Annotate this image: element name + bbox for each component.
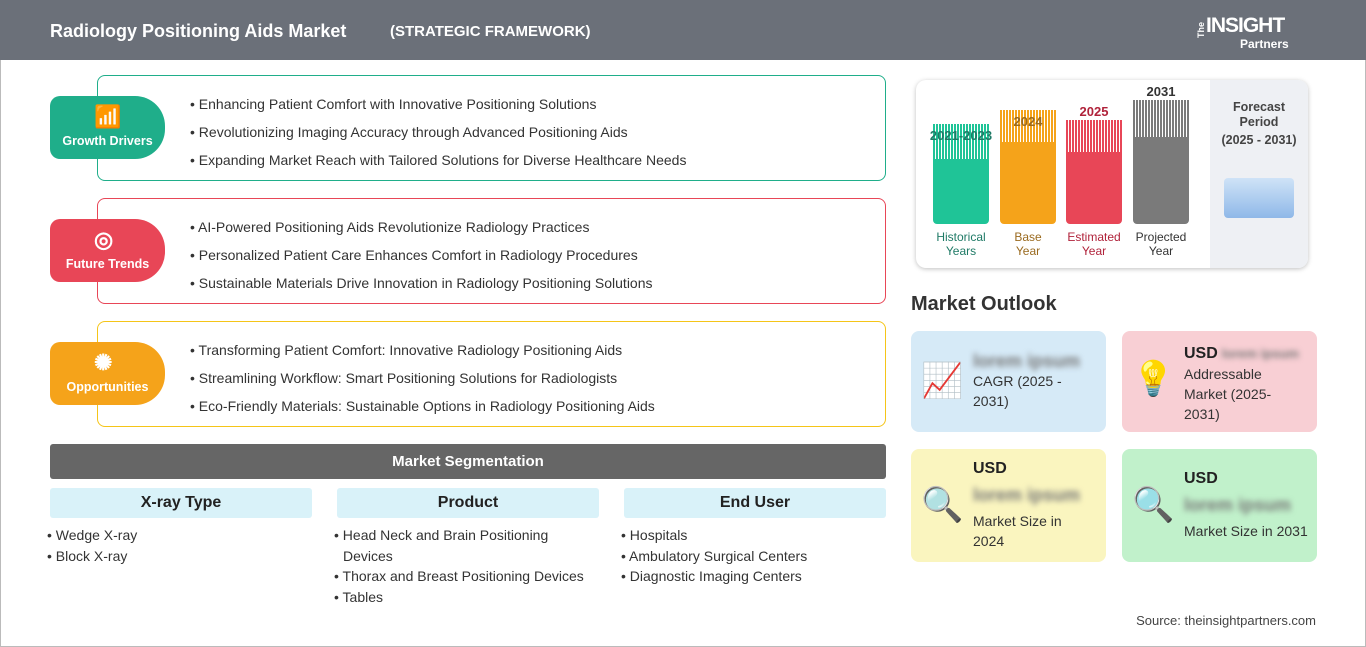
list-item: Ambulatory Surgical Centers <box>621 546 807 567</box>
growth-chart-icon: 📈 <box>921 362 964 400</box>
list-item: Eco-Friendly Materials: Sustainable Opti… <box>190 392 885 420</box>
source-text: Source: theinsightpartners.com <box>1136 613 1316 628</box>
list-item: Transforming Patient Comfort: Innovative… <box>190 336 885 364</box>
header: Radiology Positioning Aids Market (STRAT… <box>0 0 1366 60</box>
page-subtitle: (STRATEGIC FRAMEWORK) <box>390 23 591 40</box>
list-item: Expanding Market Reach with Tailored Sol… <box>190 146 885 174</box>
analytics-illustration-icon <box>1224 178 1294 218</box>
list-item: Wedge X-ray <box>47 525 137 546</box>
opportunities-box: Transforming Patient Comfort: Innovative… <box>97 321 886 427</box>
base-bar <box>1000 110 1056 224</box>
list-item: Personalized Patient Care Enhances Comfo… <box>190 241 885 269</box>
growth-drivers-box: Enhancing Patient Comfort with Innovativ… <box>97 75 886 181</box>
list-item: Streamlining Workflow: Smart Positioning… <box>190 364 885 392</box>
projected-bar <box>1133 100 1189 224</box>
magnifier-chart-icon: 🔍 <box>1132 486 1175 524</box>
segment-header: End User <box>624 488 886 518</box>
estimated-bar <box>1066 120 1122 224</box>
list-item: Tables <box>334 587 584 608</box>
magnifier-chart-icon: 🔍 <box>921 486 964 524</box>
list-item: Enhancing Patient Comfort with Innovativ… <box>190 90 885 118</box>
segment-header: Product <box>337 488 599 518</box>
year-label: 2021-2023 <box>929 128 993 143</box>
segmentation-title: Market Segmentation <box>50 444 886 479</box>
future-trends-label: ◎Future Trends <box>50 219 165 282</box>
list-item: Devices <box>343 547 393 564</box>
target-icon: ◎ <box>94 227 114 252</box>
lightbulb-icon: ✺ <box>94 350 113 375</box>
list-item: AI-Powered Positioning Aids Revolutioniz… <box>190 213 885 241</box>
opportunities-label: ✺Opportunities <box>50 342 165 405</box>
segment-list: Wedge X-ray Block X-ray <box>47 525 137 566</box>
year-label: 2024 <box>1013 114 1043 129</box>
bar-chart-icon: 📶 <box>94 104 122 129</box>
list-item: Diagnostic Imaging Centers <box>621 566 807 587</box>
list-item: Thorax and Breast Positioning Devices <box>334 566 584 587</box>
market-outlook-title: Market Outlook <box>911 293 1057 315</box>
growth-drivers-label: 📶Growth Drivers <box>50 96 165 159</box>
segment-list: Hospitals Ambulatory Surgical Centers Di… <box>621 525 807 587</box>
future-trends-box: AI-Powered Positioning Aids Revolutioniz… <box>97 198 886 304</box>
year-label: 2031 <box>1146 84 1176 99</box>
segment-header: X-ray Type <box>50 488 312 518</box>
list-item: Sustainable Materials Drive Innovation i… <box>190 269 885 297</box>
historical-bar <box>933 124 989 224</box>
segment-list: Head Neck and Brain Positioning Devices … <box>334 525 584 607</box>
list-item: Block X-ray <box>47 546 137 567</box>
list-item: Revolutionizing Imaging Accuracy through… <box>190 118 885 146</box>
list-item: Head Neck and Brain Positioning <box>334 525 584 546</box>
year-label: 2025 <box>1079 104 1109 119</box>
dollar-bulb-icon: 💡 <box>1132 360 1175 398</box>
list-item: Hospitals <box>621 525 807 546</box>
page-title: Radiology Positioning Aids Market <box>50 21 347 41</box>
